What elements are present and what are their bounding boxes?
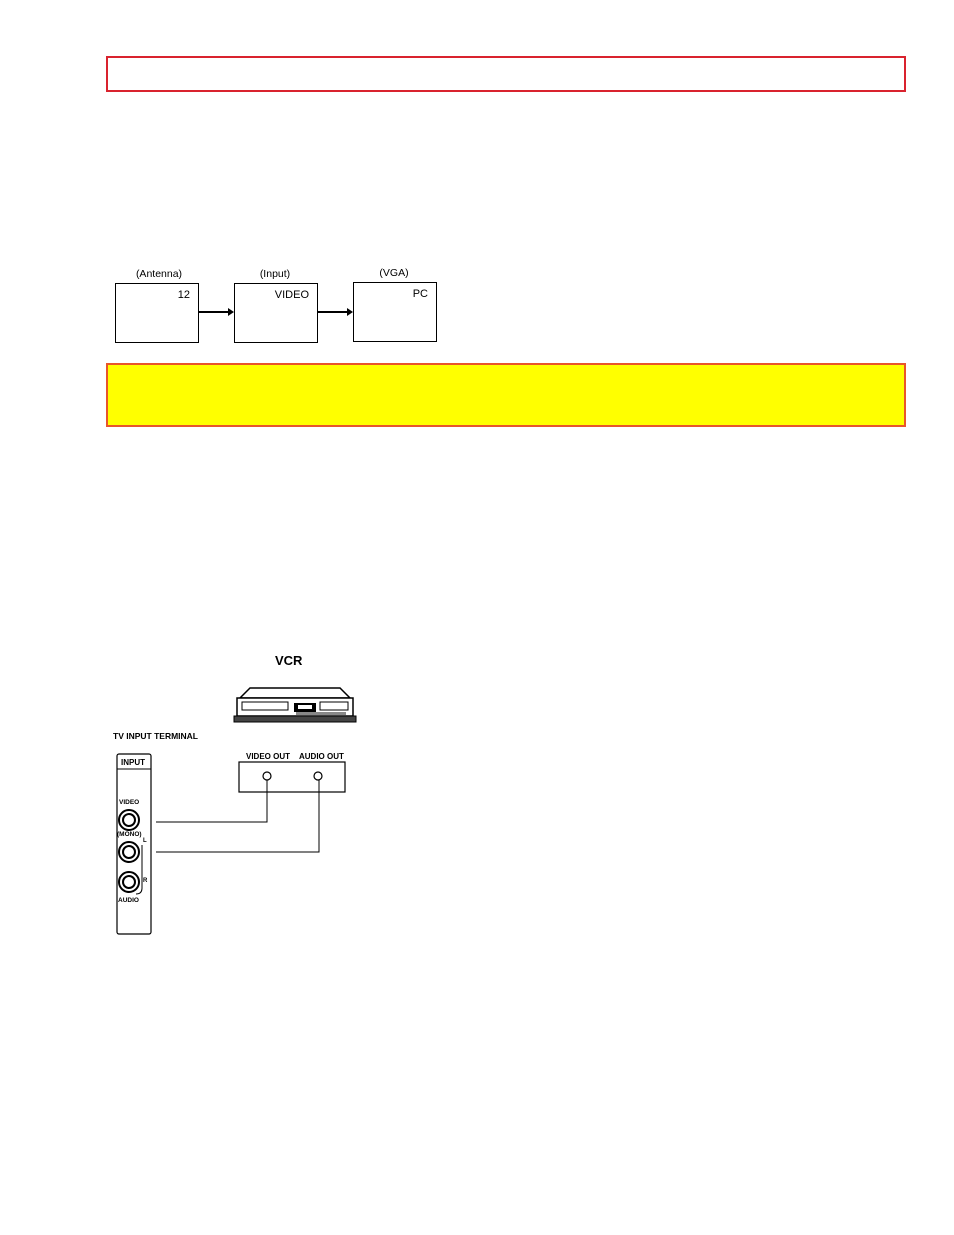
audio-bracket: [135, 845, 143, 895]
vga-value: PC: [412, 288, 428, 300]
video-cable: [156, 780, 268, 823]
tv-terminal-label: TV INPUT TERMINAL: [113, 731, 198, 741]
right-channel-label: R: [143, 878, 148, 884]
video-out-jack-icon: [262, 771, 272, 781]
vcr-output-panel: [238, 761, 346, 793]
audio-r-jack-icon: [118, 871, 140, 893]
input-value: VIDEO: [274, 289, 309, 301]
audio-cable: [156, 780, 320, 853]
video-jack-label: VIDEO: [119, 799, 140, 806]
vcr-icon: [233, 687, 357, 723]
audio-out-label: AUDIO OUT: [299, 752, 344, 761]
input-panel-label: INPUT: [121, 758, 145, 767]
video-out-label: VIDEO OUT: [246, 752, 291, 761]
antenna-channel: 12: [177, 289, 190, 301]
audio-out-jack-icon: [313, 771, 323, 781]
left-channel-label: L: [143, 838, 147, 844]
audio-jack-label: AUDIO: [118, 897, 139, 904]
antenna-caption: (Antenna): [135, 268, 183, 280]
arrow-right-icon: [318, 308, 353, 316]
antenna-screen: 12: [115, 283, 199, 343]
video-in-jack-icon: [118, 809, 140, 831]
header-bar: [106, 56, 906, 92]
vcr-label: VCR: [275, 653, 303, 668]
input-screen: VIDEO: [234, 283, 318, 343]
mono-label: (MONO): [117, 831, 142, 838]
vga-screen: PC: [353, 282, 437, 342]
note-box: [106, 363, 906, 427]
input-caption: (Input): [259, 268, 291, 280]
vga-caption: (VGA): [379, 267, 409, 279]
arrow-right-icon: [199, 308, 234, 316]
audio-l-jack-icon: [118, 841, 140, 863]
